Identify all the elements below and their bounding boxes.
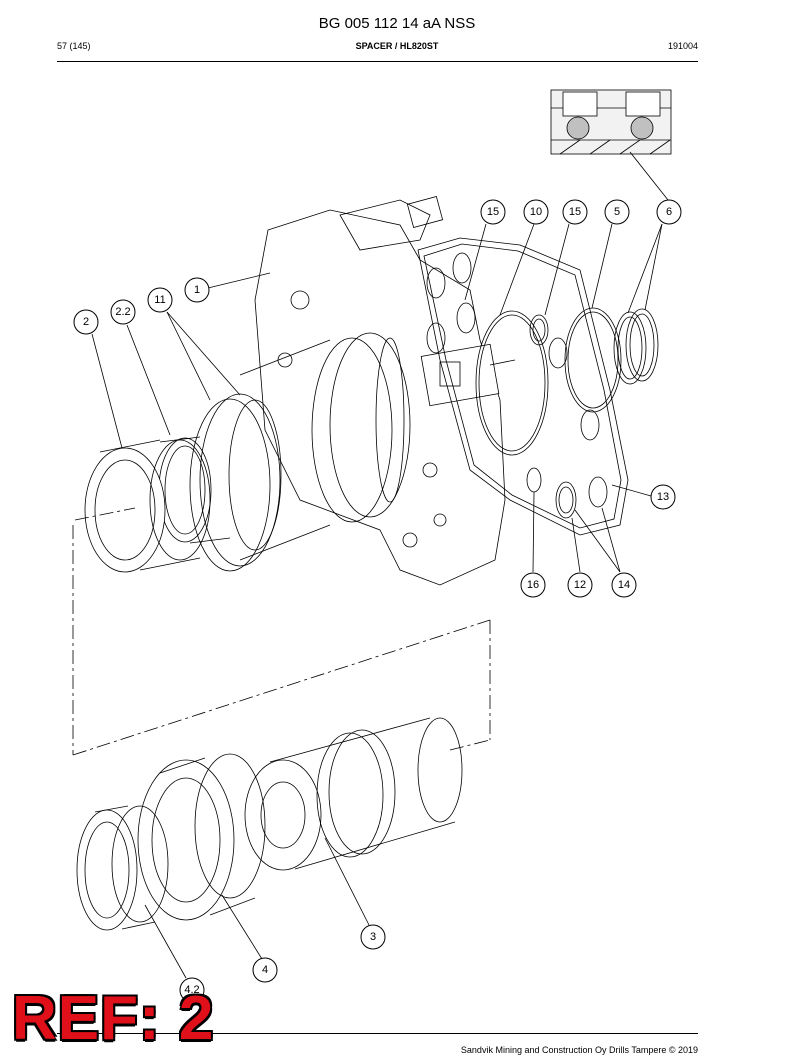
- callout-14: 14: [611, 572, 637, 598]
- nut-4-2: [76, 805, 169, 931]
- callout-4: 4: [252, 957, 278, 983]
- callout-10: 10: [523, 199, 549, 225]
- svg-text:12: 12: [574, 579, 586, 591]
- housing-cylinder: [239, 332, 411, 561]
- assembly-axis-lines: [72, 507, 491, 756]
- callout-2-2: 2.2: [110, 299, 136, 325]
- bushing-2-2: [158, 437, 212, 543]
- svg-text:5: 5: [614, 206, 620, 218]
- footer-rule: [57, 1033, 698, 1034]
- svg-text:2: 2: [83, 316, 89, 328]
- sleeve-3: [244, 717, 463, 871]
- svg-text:15: 15: [487, 206, 499, 218]
- o-ring-5: [564, 307, 622, 413]
- header-rule: [57, 61, 698, 62]
- callout-16: 16: [520, 572, 546, 598]
- ref-stamp: REF: 2: [12, 984, 215, 1053]
- svg-text:10: 10: [530, 206, 542, 218]
- o-ring-10: [475, 310, 549, 456]
- housing-4: [137, 753, 266, 921]
- callout-11: 11: [147, 287, 173, 313]
- gasket-plate: [417, 237, 629, 536]
- o-ring-16: [526, 467, 542, 493]
- svg-text:15: 15: [569, 206, 581, 218]
- retaining-ring-11: [189, 398, 271, 572]
- callout-6: 6: [656, 199, 682, 225]
- seal-detail-inset: [550, 89, 672, 155]
- o-ring-15: [529, 314, 549, 346]
- svg-text:4: 4: [262, 964, 268, 976]
- callout-5: 5: [604, 199, 630, 225]
- section-title: SPACER / HL820ST: [355, 41, 439, 51]
- callout-4-2: 4.2: [179, 977, 205, 1003]
- svg-text:1: 1: [194, 284, 200, 296]
- o-ring-12: [555, 481, 577, 519]
- seal-ring-6: [613, 311, 647, 385]
- callout-15-left: 15: [480, 199, 506, 225]
- callout-2: 2: [73, 309, 99, 335]
- svg-text:3: 3: [370, 931, 376, 943]
- callout-12: 12: [567, 572, 593, 598]
- svg-text:11: 11: [154, 294, 165, 306]
- callout-13: 13: [650, 484, 676, 510]
- callout-3: 3: [360, 924, 386, 950]
- svg-text:2.2: 2.2: [115, 306, 130, 318]
- svg-text:6: 6: [666, 206, 672, 218]
- svg-text:14: 14: [618, 579, 630, 591]
- document-number: BG 005 112 14 aA NSS: [318, 15, 476, 32]
- svg-text:4.2: 4.2: [184, 984, 199, 996]
- callout-1: 1: [184, 277, 210, 303]
- callout-15-right: 15: [562, 199, 588, 225]
- leader-lines: [91, 223, 663, 979]
- svg-text:16: 16: [527, 579, 539, 591]
- svg-text:13: 13: [657, 491, 669, 503]
- page-number: 57 (145): [57, 41, 91, 51]
- footer-copyright: Sandvik Mining and Construction Oy Drill…: [460, 1045, 698, 1055]
- date-code: 191004: [667, 41, 698, 51]
